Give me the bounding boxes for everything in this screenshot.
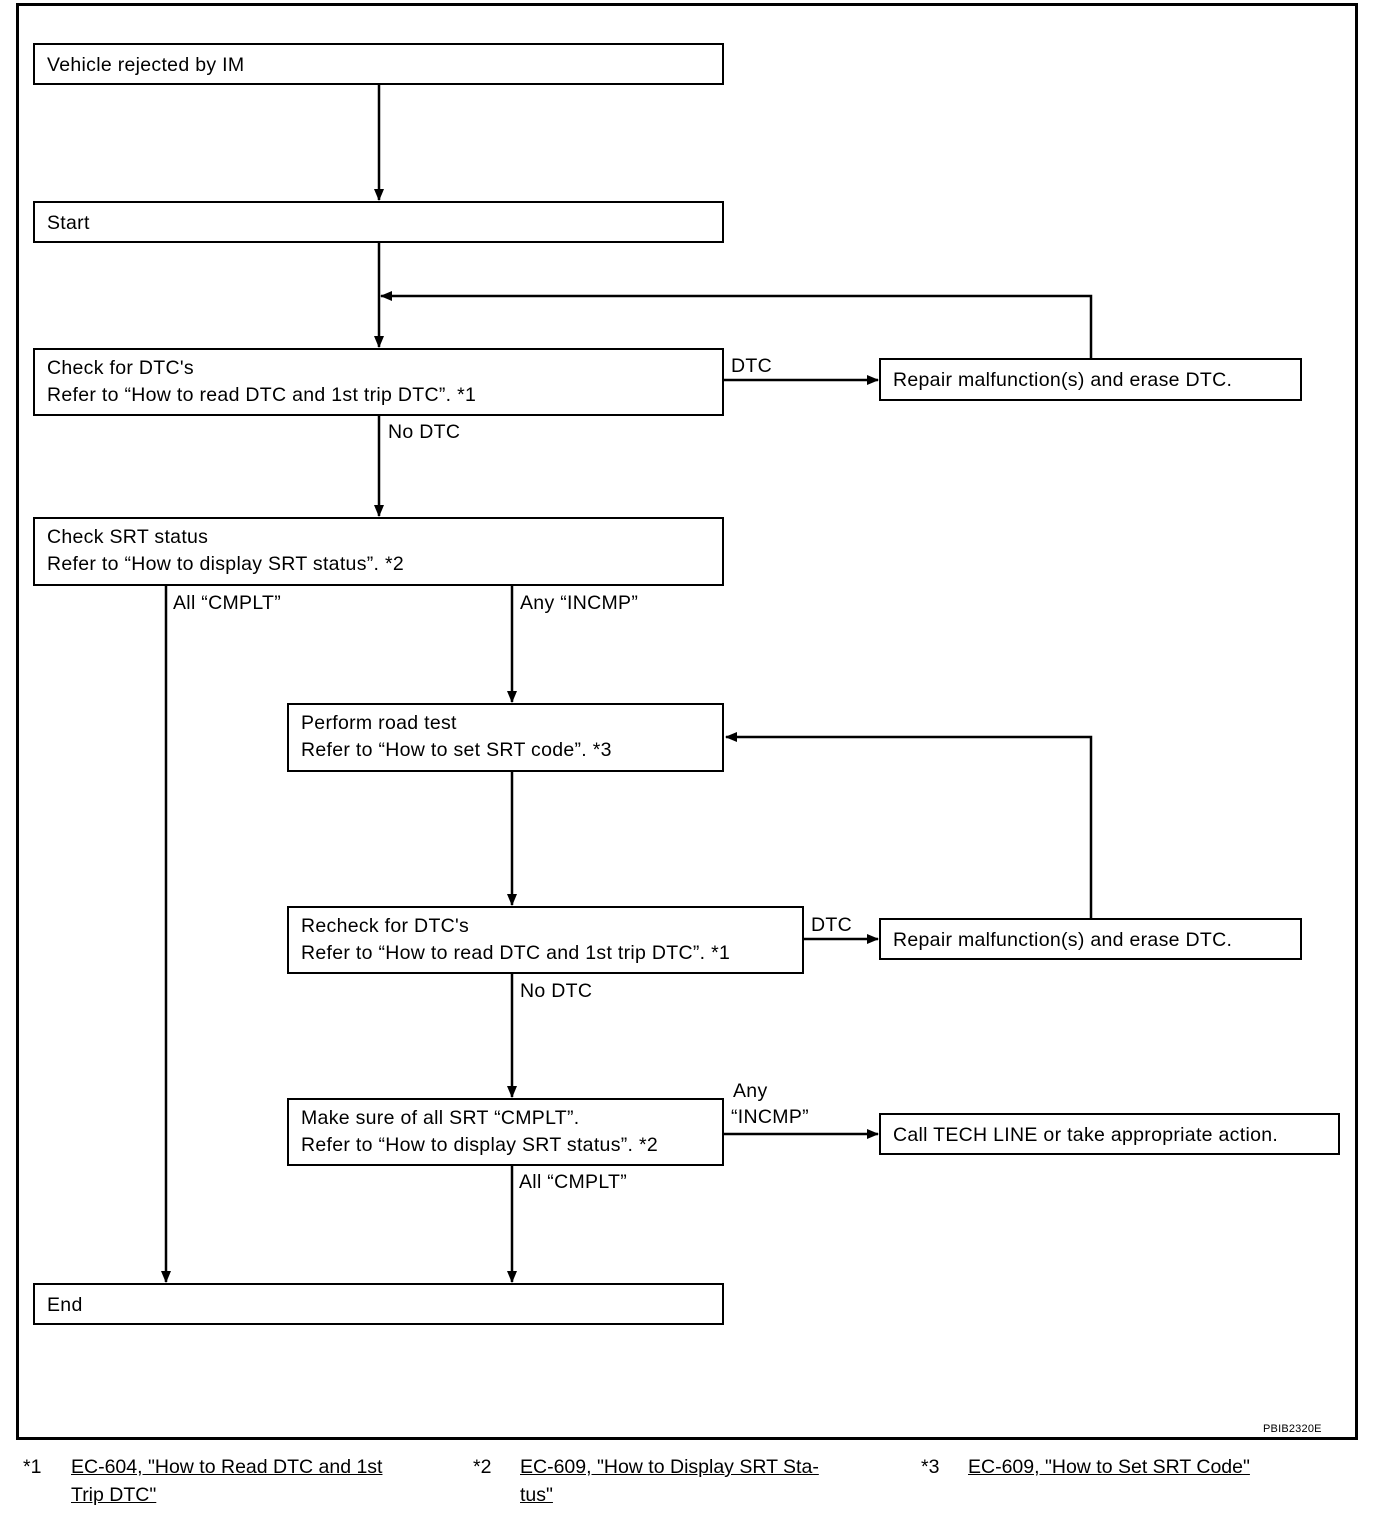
footnote-1-line1[interactable]: EC-604, "How to Read DTC and 1st: [71, 1456, 383, 1478]
node-text-line1: Check for DTC's: [47, 357, 194, 379]
node-text-line1: Make sure of all SRT “CMPLT”.: [301, 1107, 580, 1129]
diagram-frame: [16, 3, 1358, 1440]
node-recheck-dtc: Recheck for DTC's Refer to “How to read …: [287, 906, 804, 974]
footnote-3-line1[interactable]: EC-609, "How to Set SRT Code": [968, 1456, 1250, 1478]
node-repair-2: Repair malfunction(s) and erase DTC.: [879, 918, 1302, 960]
node-text: Start: [47, 212, 90, 234]
edge-label-any-incmp-1: Any “INCMP”: [520, 592, 639, 614]
node-make-sure: Make sure of all SRT “CMPLT”. Refer to “…: [287, 1098, 724, 1166]
footnote-3-link[interactable]: EC-609, "How to Set SRT Code": [968, 1453, 1250, 1481]
node-road-test: Perform road test Refer to “How to set S…: [287, 703, 724, 772]
node-text-line1: Recheck for DTC's: [301, 915, 470, 937]
edge-label-no-dtc-2: No DTC: [520, 980, 593, 1002]
arrow-repair1-loop: [380, 291, 1093, 358]
edge-label-dtc-1: DTC: [731, 355, 772, 377]
node-text-line2: Refer to “How to read DTC and 1st trip D…: [301, 942, 731, 964]
footnote-2-link[interactable]: EC-609, "How to Display SRT Sta- tus": [520, 1453, 819, 1509]
footnote-2-number: *2: [473, 1456, 492, 1478]
edge-label-all-cmplt-1: All “CMPLT”: [173, 592, 282, 614]
node-text: Vehicle rejected by IM: [47, 54, 245, 76]
edge-label-no-dtc-1: No DTC: [388, 421, 461, 443]
node-check-dtc: Check for DTC's Refer to “How to read DT…: [33, 348, 724, 416]
footnote-2-line1[interactable]: EC-609, "How to Display SRT Sta-: [520, 1456, 819, 1478]
node-end: End: [33, 1283, 724, 1325]
node-repair-1: Repair malfunction(s) and erase DTC.: [879, 358, 1302, 401]
node-text: Repair malfunction(s) and erase DTC.: [893, 369, 1233, 391]
image-code: PBIB2320E: [1263, 1423, 1322, 1435]
node-text: Repair malfunction(s) and erase DTC.: [893, 929, 1233, 951]
footnote-1-link[interactable]: EC-604, "How to Read DTC and 1st Trip DT…: [71, 1453, 382, 1509]
node-tech-line: Call TECH LINE or take appropriate actio…: [879, 1113, 1340, 1155]
node-text-line2: Refer to “How to display SRT status”. *2: [301, 1134, 659, 1156]
node-text-line2: Refer to “How to set SRT code”. *3: [301, 739, 612, 761]
edge-label-all-cmplt-2: All “CMPLT”: [519, 1171, 628, 1193]
node-start: Start: [33, 201, 724, 243]
footnote-1-line2[interactable]: Trip DTC": [71, 1484, 157, 1506]
node-text-line2: Refer to “How to display SRT status”. *2: [47, 553, 405, 575]
footnote-1-number: *1: [23, 1456, 42, 1478]
arrow-repair2-loop: [725, 732, 1093, 918]
node-text-line1: Perform road test: [301, 712, 457, 734]
node-text-line2: Refer to “How to read DTC and 1st trip D…: [47, 384, 477, 406]
edge-label-any-incmp-2-line2: “INCMP”: [731, 1106, 809, 1128]
edge-label-any-incmp-2-line1: Any: [733, 1080, 768, 1102]
node-check-srt: Check SRT status Refer to “How to displa…: [33, 517, 724, 586]
footnote-2-line2[interactable]: tus": [520, 1484, 553, 1506]
footnote-3-number: *3: [921, 1456, 940, 1478]
node-text: End: [47, 1294, 83, 1316]
edge-label-dtc-2: DTC: [811, 914, 852, 936]
node-vehicle-rejected: Vehicle rejected by IM: [33, 43, 724, 85]
node-text-line1: Check SRT status: [47, 526, 209, 548]
node-text: Call TECH LINE or take appropriate actio…: [893, 1124, 1279, 1146]
